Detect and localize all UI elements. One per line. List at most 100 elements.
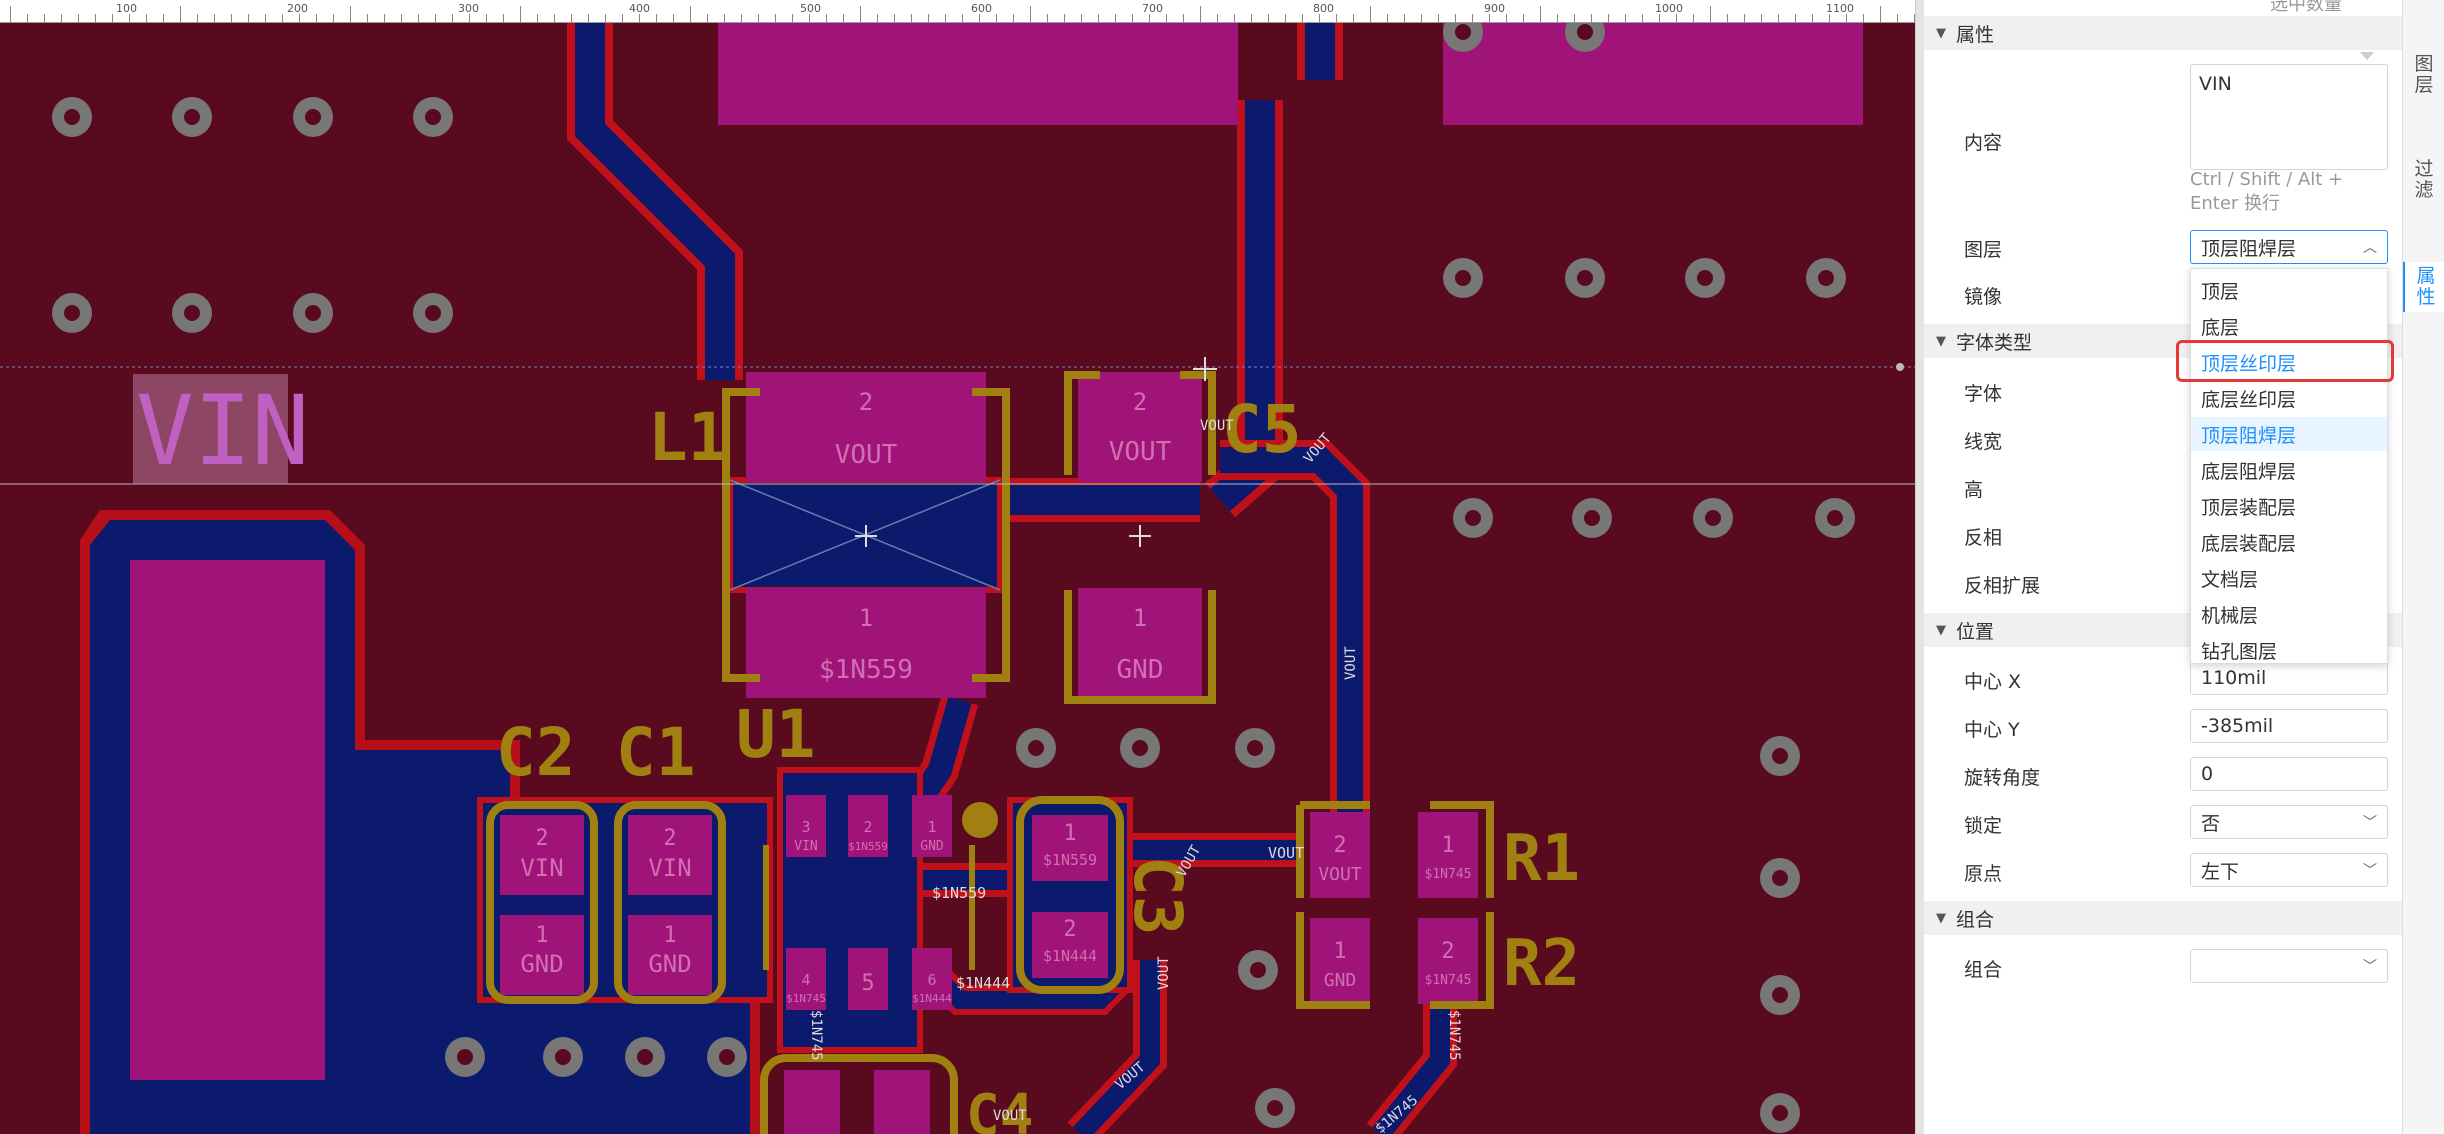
ruler-tick-label: 900 — [1484, 2, 1505, 15]
ruler-minor-tick — [1506, 14, 1507, 22]
panel-splitter[interactable] — [1915, 0, 1925, 1134]
ruler-minor-tick — [1319, 14, 1320, 22]
center-y-input[interactable]: -385mil — [2190, 709, 2388, 743]
ruler-tick-label: 300 — [458, 2, 479, 15]
side-tabs: 图层 过滤 属性 — [2402, 0, 2444, 1134]
ruler-tick-label: 1100 — [1826, 2, 1854, 15]
pad-net: $1N559 — [819, 655, 913, 685]
layer-option[interactable]: 顶层丝印层 — [2201, 352, 2297, 375]
ruler-minor-tick — [1421, 14, 1422, 22]
pour-pad — [130, 560, 325, 1080]
ruler-minor-tick — [1625, 14, 1626, 22]
ruler-minor-tick — [1812, 14, 1813, 22]
chevron-down-icon: ﹀ — [2363, 959, 2377, 975]
layer-option[interactable]: 钻孔图层 — [2201, 640, 2278, 663]
ruler-minor-tick — [350, 6, 351, 22]
ruler-minor-tick — [962, 14, 963, 22]
tab-label-char: 属 — [2416, 265, 2436, 287]
layer-option[interactable]: 顶层装配层 — [2201, 496, 2297, 519]
via — [1685, 258, 1725, 298]
ruler-minor-tick — [1863, 14, 1864, 22]
group-select[interactable]: ﹀ — [2190, 949, 2388, 983]
pad-num: 1 — [1063, 821, 1076, 846]
center-x-input[interactable]: 110mil — [2190, 661, 2388, 695]
layer-option[interactable]: 顶层 — [2201, 280, 2240, 303]
tab-properties[interactable]: 属性 — [2403, 262, 2444, 312]
layer-select[interactable]: 顶层阻焊层 ︿ — [2190, 230, 2388, 264]
pad-num: 1 — [535, 923, 548, 948]
net-label: $1N745 — [1446, 1010, 1462, 1061]
layer-option[interactable]: 底层装配层 — [2201, 532, 2297, 555]
ruler-minor-tick — [1098, 14, 1099, 22]
ruler-minor-tick — [707, 14, 708, 22]
ruler-tick-label: 600 — [971, 2, 992, 15]
layer-option[interactable]: 底层阻焊层 — [2201, 460, 2297, 483]
ruler-tick-label: 500 — [800, 2, 821, 15]
selected-text[interactable]: VIN — [136, 375, 309, 487]
ruler-minor-tick — [843, 14, 844, 22]
ruler-minor-tick — [1200, 6, 1201, 22]
pad-net: VOUT — [1318, 864, 1362, 885]
ruler-minor-tick — [1472, 14, 1473, 22]
pad-net: GND — [1324, 970, 1357, 991]
ruler-minor-tick — [1166, 14, 1167, 22]
chevron-down-icon: ﹀ — [2363, 863, 2377, 879]
ruler-minor-tick — [469, 14, 470, 22]
pad-num: 1 — [1133, 604, 1147, 632]
via — [1693, 498, 1733, 538]
ruler-minor-tick — [180, 6, 181, 22]
pcb-canvas[interactable]: 2 VOUT 1 $1N559 L1 2 VOUT 1 GND C5 C2 C1… — [0, 0, 1915, 1134]
pad-num: 2 — [1333, 833, 1346, 858]
layer-select-value: 顶层阻焊层 — [2201, 237, 2297, 260]
via — [1760, 1093, 1800, 1133]
rotation-label: 旋转角度 — [1964, 767, 2041, 789]
layer-option[interactable]: 底层丝印层 — [2201, 388, 2297, 411]
layer-option[interactable]: 文档层 — [2201, 568, 2259, 591]
pad-num: 1 — [663, 923, 676, 948]
ruler-minor-tick — [690, 6, 691, 22]
ruler-minor-tick — [1455, 14, 1456, 22]
section-title: 属性 — [1956, 23, 1995, 46]
tab-layers[interactable]: 图层 — [2403, 50, 2444, 100]
lock-select[interactable]: 否﹀ — [2190, 805, 2388, 839]
ruler-minor-tick — [1047, 14, 1048, 22]
ruler-tick-label: 200 — [287, 2, 308, 15]
collapse-triangle-icon[interactable]: ▼ — [1936, 622, 1946, 638]
l1-pad-2[interactable] — [746, 372, 986, 482]
section-title: 位置 — [1956, 620, 1995, 643]
layer-option[interactable]: 底层 — [2201, 316, 2240, 339]
pad-net: $1N559 — [1043, 851, 1097, 869]
ruler-minor-tick — [673, 14, 674, 22]
pcb-drawing[interactable]: 2 VOUT 1 $1N559 L1 2 VOUT 1 GND C5 C2 C1… — [0, 0, 1915, 1134]
ruler-minor-tick — [1115, 14, 1116, 22]
pad-num: 1 — [859, 604, 873, 632]
collapse-triangle-icon[interactable]: ▼ — [1936, 333, 1946, 349]
rotation-input[interactable]: 0 — [2190, 757, 2388, 791]
pad-num: 2 — [1133, 388, 1147, 416]
collapse-triangle-icon[interactable]: ▼ — [1936, 25, 1946, 41]
pin-net: $1N559 — [848, 840, 888, 853]
ruler-minor-tick — [1676, 14, 1677, 22]
via — [1235, 728, 1275, 768]
designator-l1: L1 — [648, 399, 727, 476]
designator-r2: R2 — [1503, 927, 1580, 1001]
collapse-triangle-icon[interactable]: ▼ — [1936, 910, 1946, 926]
selected-text-highlight[interactable] — [133, 374, 288, 484]
ruler-minor-tick — [1268, 14, 1269, 22]
section-header-properties[interactable]: ▼ 属性 — [1924, 16, 2402, 50]
ruler-minor-tick — [95, 14, 96, 22]
lock-value: 否 — [2201, 812, 2221, 835]
l1-pad-1[interactable] — [746, 588, 986, 698]
section-header-group[interactable]: ▼组合 — [1924, 901, 2402, 935]
ruler-minor-tick — [27, 14, 28, 22]
ruler-minor-tick — [741, 14, 742, 22]
origin-select[interactable]: 左下﹀ — [2190, 853, 2388, 887]
tab-filter[interactable]: 过滤 — [2403, 155, 2444, 205]
chevron-up-icon: ︿ — [2363, 240, 2377, 256]
layer-option[interactable]: 机械层 — [2201, 604, 2259, 627]
layer-option[interactable]: 顶层阻焊层 — [2191, 417, 2387, 451]
ruler-minor-tick — [554, 14, 555, 22]
pad-num: 2 — [1063, 917, 1076, 942]
content-textarea[interactable]: VIN — [2190, 64, 2388, 170]
